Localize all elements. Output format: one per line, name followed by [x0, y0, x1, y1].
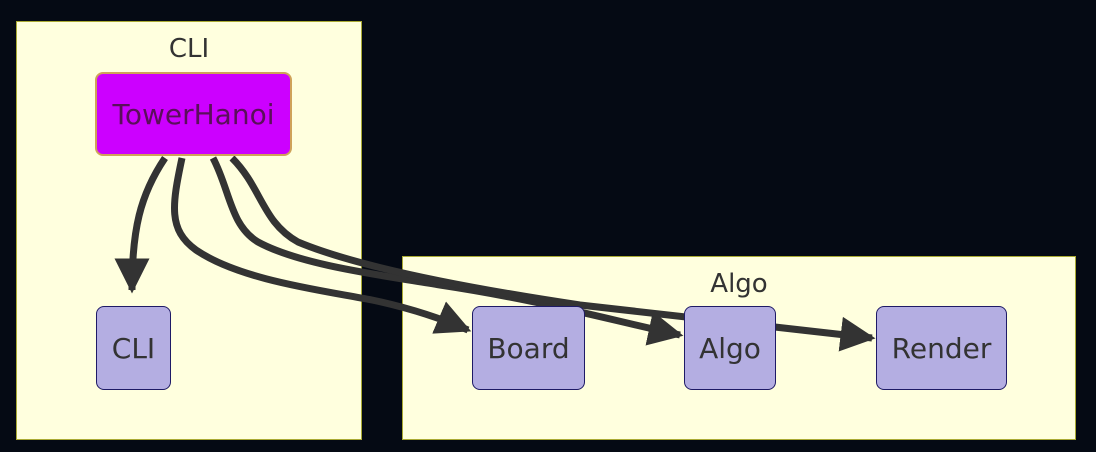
node-render-label: Render — [891, 331, 992, 365]
node-render[interactable]: Render — [876, 306, 1007, 390]
node-board-label: Board — [487, 331, 570, 365]
node-towerhanoi[interactable]: TowerHanoi — [95, 72, 292, 156]
node-cli[interactable]: CLI — [96, 306, 171, 390]
node-algo-label: Algo — [699, 331, 761, 365]
node-cli-label: CLI — [111, 331, 156, 365]
edge-towerhanoi-board — [171, 157, 472, 334]
node-board[interactable]: Board — [472, 306, 585, 390]
cluster-algo-label: Algo — [710, 269, 768, 299]
edge-towerhanoi-algo — [209, 156, 684, 346]
node-towerhanoi-label: TowerHanoi — [112, 97, 275, 131]
cluster-cli-label: CLI — [168, 34, 210, 64]
node-algo[interactable]: Algo — [684, 306, 776, 390]
edge-towerhanoi-cli — [114, 156, 168, 294]
